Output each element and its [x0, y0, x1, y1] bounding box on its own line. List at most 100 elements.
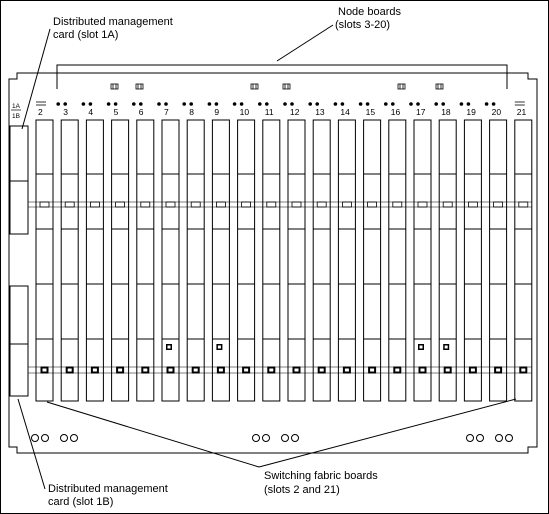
slot-16: 16 — [384, 102, 407, 402]
led-dot — [132, 102, 136, 106]
hole — [41, 434, 49, 442]
led-dot — [365, 102, 370, 106]
slot-number: 7 — [164, 107, 169, 117]
slot-number: 20 — [492, 107, 502, 117]
slot-number: 14 — [340, 107, 350, 117]
slot-number: 17 — [416, 107, 426, 117]
latch-upper — [392, 201, 403, 208]
connector-mark — [282, 83, 291, 90]
slot-board — [312, 119, 331, 402]
led-dot — [491, 102, 496, 106]
slot-8: 8 — [182, 102, 205, 402]
led-dot — [113, 102, 118, 106]
led-dot — [189, 102, 193, 106]
connector-mark — [110, 83, 119, 90]
slot-number: 12 — [290, 107, 300, 117]
connector-mark — [435, 83, 444, 90]
hole — [281, 434, 289, 442]
led-dot — [157, 102, 161, 106]
slot-1a-label: 1A — [12, 103, 21, 110]
callout-node-boards: Node boards (slots 3-20) — [56, 6, 508, 89]
dmc-1b-card — [9, 285, 29, 397]
latch-upper — [241, 201, 252, 208]
callout-node-line1: Node boards — [338, 6, 401, 18]
led-dot — [391, 102, 395, 106]
latch-upper — [39, 201, 50, 208]
slot-number: 11 — [265, 107, 274, 117]
hole — [291, 434, 299, 442]
slot-board — [463, 119, 482, 402]
bottom-holes — [31, 434, 513, 442]
slot-board — [262, 119, 281, 402]
slot-board — [161, 119, 180, 402]
led-dot — [466, 102, 471, 106]
led-dot — [434, 102, 439, 106]
hole — [505, 434, 513, 442]
slot-number: 8 — [189, 107, 194, 117]
slot-3: 3 — [56, 102, 79, 402]
dmc-1a-card — [9, 125, 29, 235]
slot-11: 11 — [258, 102, 281, 402]
slot-number: 6 — [139, 107, 144, 117]
slot-18: 18 — [434, 102, 457, 402]
led-dot — [441, 102, 446, 106]
slot-number: 4 — [88, 107, 93, 117]
slot-board — [35, 119, 54, 402]
latch-upper — [266, 201, 277, 208]
hole — [466, 434, 474, 442]
slot-number: 10 — [240, 107, 250, 117]
latch-upper — [140, 201, 151, 208]
led-dot — [265, 102, 269, 106]
callout-switch-leader-right — [258, 398, 517, 468]
led-dot — [333, 102, 338, 106]
hole — [262, 434, 270, 442]
callout-switch-line2: (slots 2 and 21) — [264, 484, 340, 496]
latch-upper — [190, 201, 201, 208]
slot-number: 13 — [315, 107, 325, 117]
led-dot — [239, 102, 244, 106]
led-dot — [315, 102, 320, 106]
led-dot — [232, 102, 237, 106]
node-boards-bracket — [56, 64, 508, 89]
slot-19: 19 — [459, 102, 482, 402]
hole — [70, 434, 78, 442]
slot-board — [60, 119, 79, 402]
slot-board — [237, 119, 256, 402]
latch-upper — [417, 201, 428, 208]
slot-7: 7 — [157, 102, 180, 402]
slot-number: 9 — [214, 107, 219, 117]
latch-upper — [90, 201, 100, 208]
slot-13: 13 — [308, 102, 331, 402]
connector-mark — [250, 83, 259, 90]
callout-dmc-1b-leader — [17, 398, 46, 490]
led-dot — [56, 102, 60, 106]
hole — [31, 434, 39, 442]
slot-number: 5 — [114, 107, 119, 117]
slot-17: 17 — [409, 102, 432, 402]
hole — [60, 434, 68, 442]
callout-dmc-1b-line2: card (slot 1B) — [48, 496, 113, 508]
callout-switch-leader-left — [46, 401, 260, 468]
slot-number: 18 — [441, 107, 451, 117]
slot-12: 12 — [283, 102, 306, 402]
led-dot — [139, 102, 143, 106]
latch-upper — [316, 201, 327, 208]
callout-dmc-1a: Distributed management card (slot 1A) — [21, 16, 173, 130]
callout-node-line2: (slots 3-20) — [335, 19, 390, 31]
led-dot — [384, 102, 388, 106]
hole — [252, 434, 260, 442]
slot-number: 15 — [366, 107, 376, 117]
slot-15: 15 — [358, 102, 382, 402]
slot-board — [489, 119, 508, 402]
latch-upper — [442, 201, 453, 208]
led-dot — [106, 102, 111, 106]
slot-board — [413, 119, 432, 402]
callout-dmc-1a-line2: card (slot 1A) — [53, 29, 118, 41]
led-dot — [258, 102, 262, 106]
led-dot — [283, 102, 287, 106]
led-dot — [164, 102, 168, 106]
latch-upper — [215, 201, 226, 208]
slot-4: 4 — [81, 102, 104, 402]
slot-20: 20 — [484, 102, 508, 402]
